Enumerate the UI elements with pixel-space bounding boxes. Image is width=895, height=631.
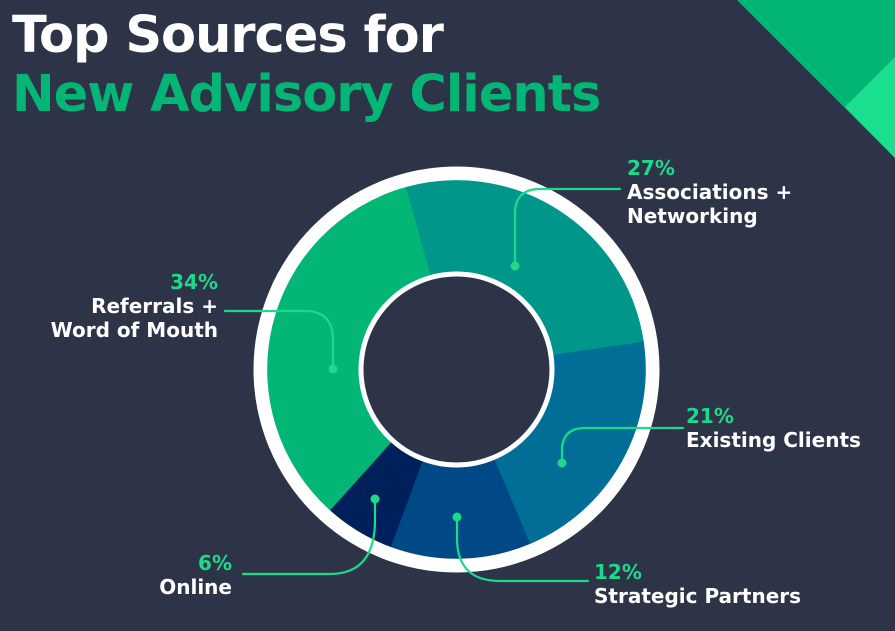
data-label-category: Networking [627, 204, 758, 228]
title-line-2: New Advisory Clients [12, 65, 601, 124]
label-online: 6%Online [159, 551, 232, 599]
data-label-percent: 6% [198, 551, 232, 575]
leader-dot-strategic-partners [452, 512, 462, 522]
data-label-percent: 21% [686, 404, 734, 428]
leader-dot-online [370, 494, 380, 504]
data-label-category: Existing Clients [686, 428, 861, 452]
leader-line-online [241, 497, 377, 576]
leader-line-existing-clients [560, 426, 685, 465]
leader-dot-referrals-word-of-mouth [328, 364, 338, 374]
corner-triangle-light [845, 57, 895, 158]
data-label-percent: 12% [594, 560, 642, 584]
donut-hole [363, 276, 550, 463]
leader-line-referrals-word-of-mouth [223, 309, 335, 371]
label-strategic-partners: 12%Strategic Partners [594, 560, 801, 608]
label-referrals-word-of-mouth: 34%Referrals +Word of Mouth [51, 270, 218, 342]
data-label-category: Associations + [627, 180, 793, 204]
label-existing-clients: 21%Existing Clients [686, 404, 861, 452]
label-associations-networking: 27%Associations +Networking [627, 156, 792, 228]
data-label-category: Online [159, 575, 232, 599]
data-label-category: Referrals + [91, 294, 218, 318]
data-label-percent: 34% [170, 270, 218, 294]
page-title: Top Sources for New Advisory Clients [12, 6, 601, 124]
data-label-percent: 27% [627, 156, 675, 180]
title-line-1: Top Sources for [12, 6, 444, 65]
data-label-category: Strategic Partners [594, 584, 802, 608]
leader-dot-associations-networking [510, 261, 520, 271]
leader-line-strategic-partners [455, 515, 590, 583]
leader-line-associations-networking [513, 187, 622, 268]
leader-dot-existing-clients [557, 458, 567, 468]
data-label-category: Word of Mouth [50, 318, 218, 342]
corner-triangle-dark [737, 0, 895, 158]
